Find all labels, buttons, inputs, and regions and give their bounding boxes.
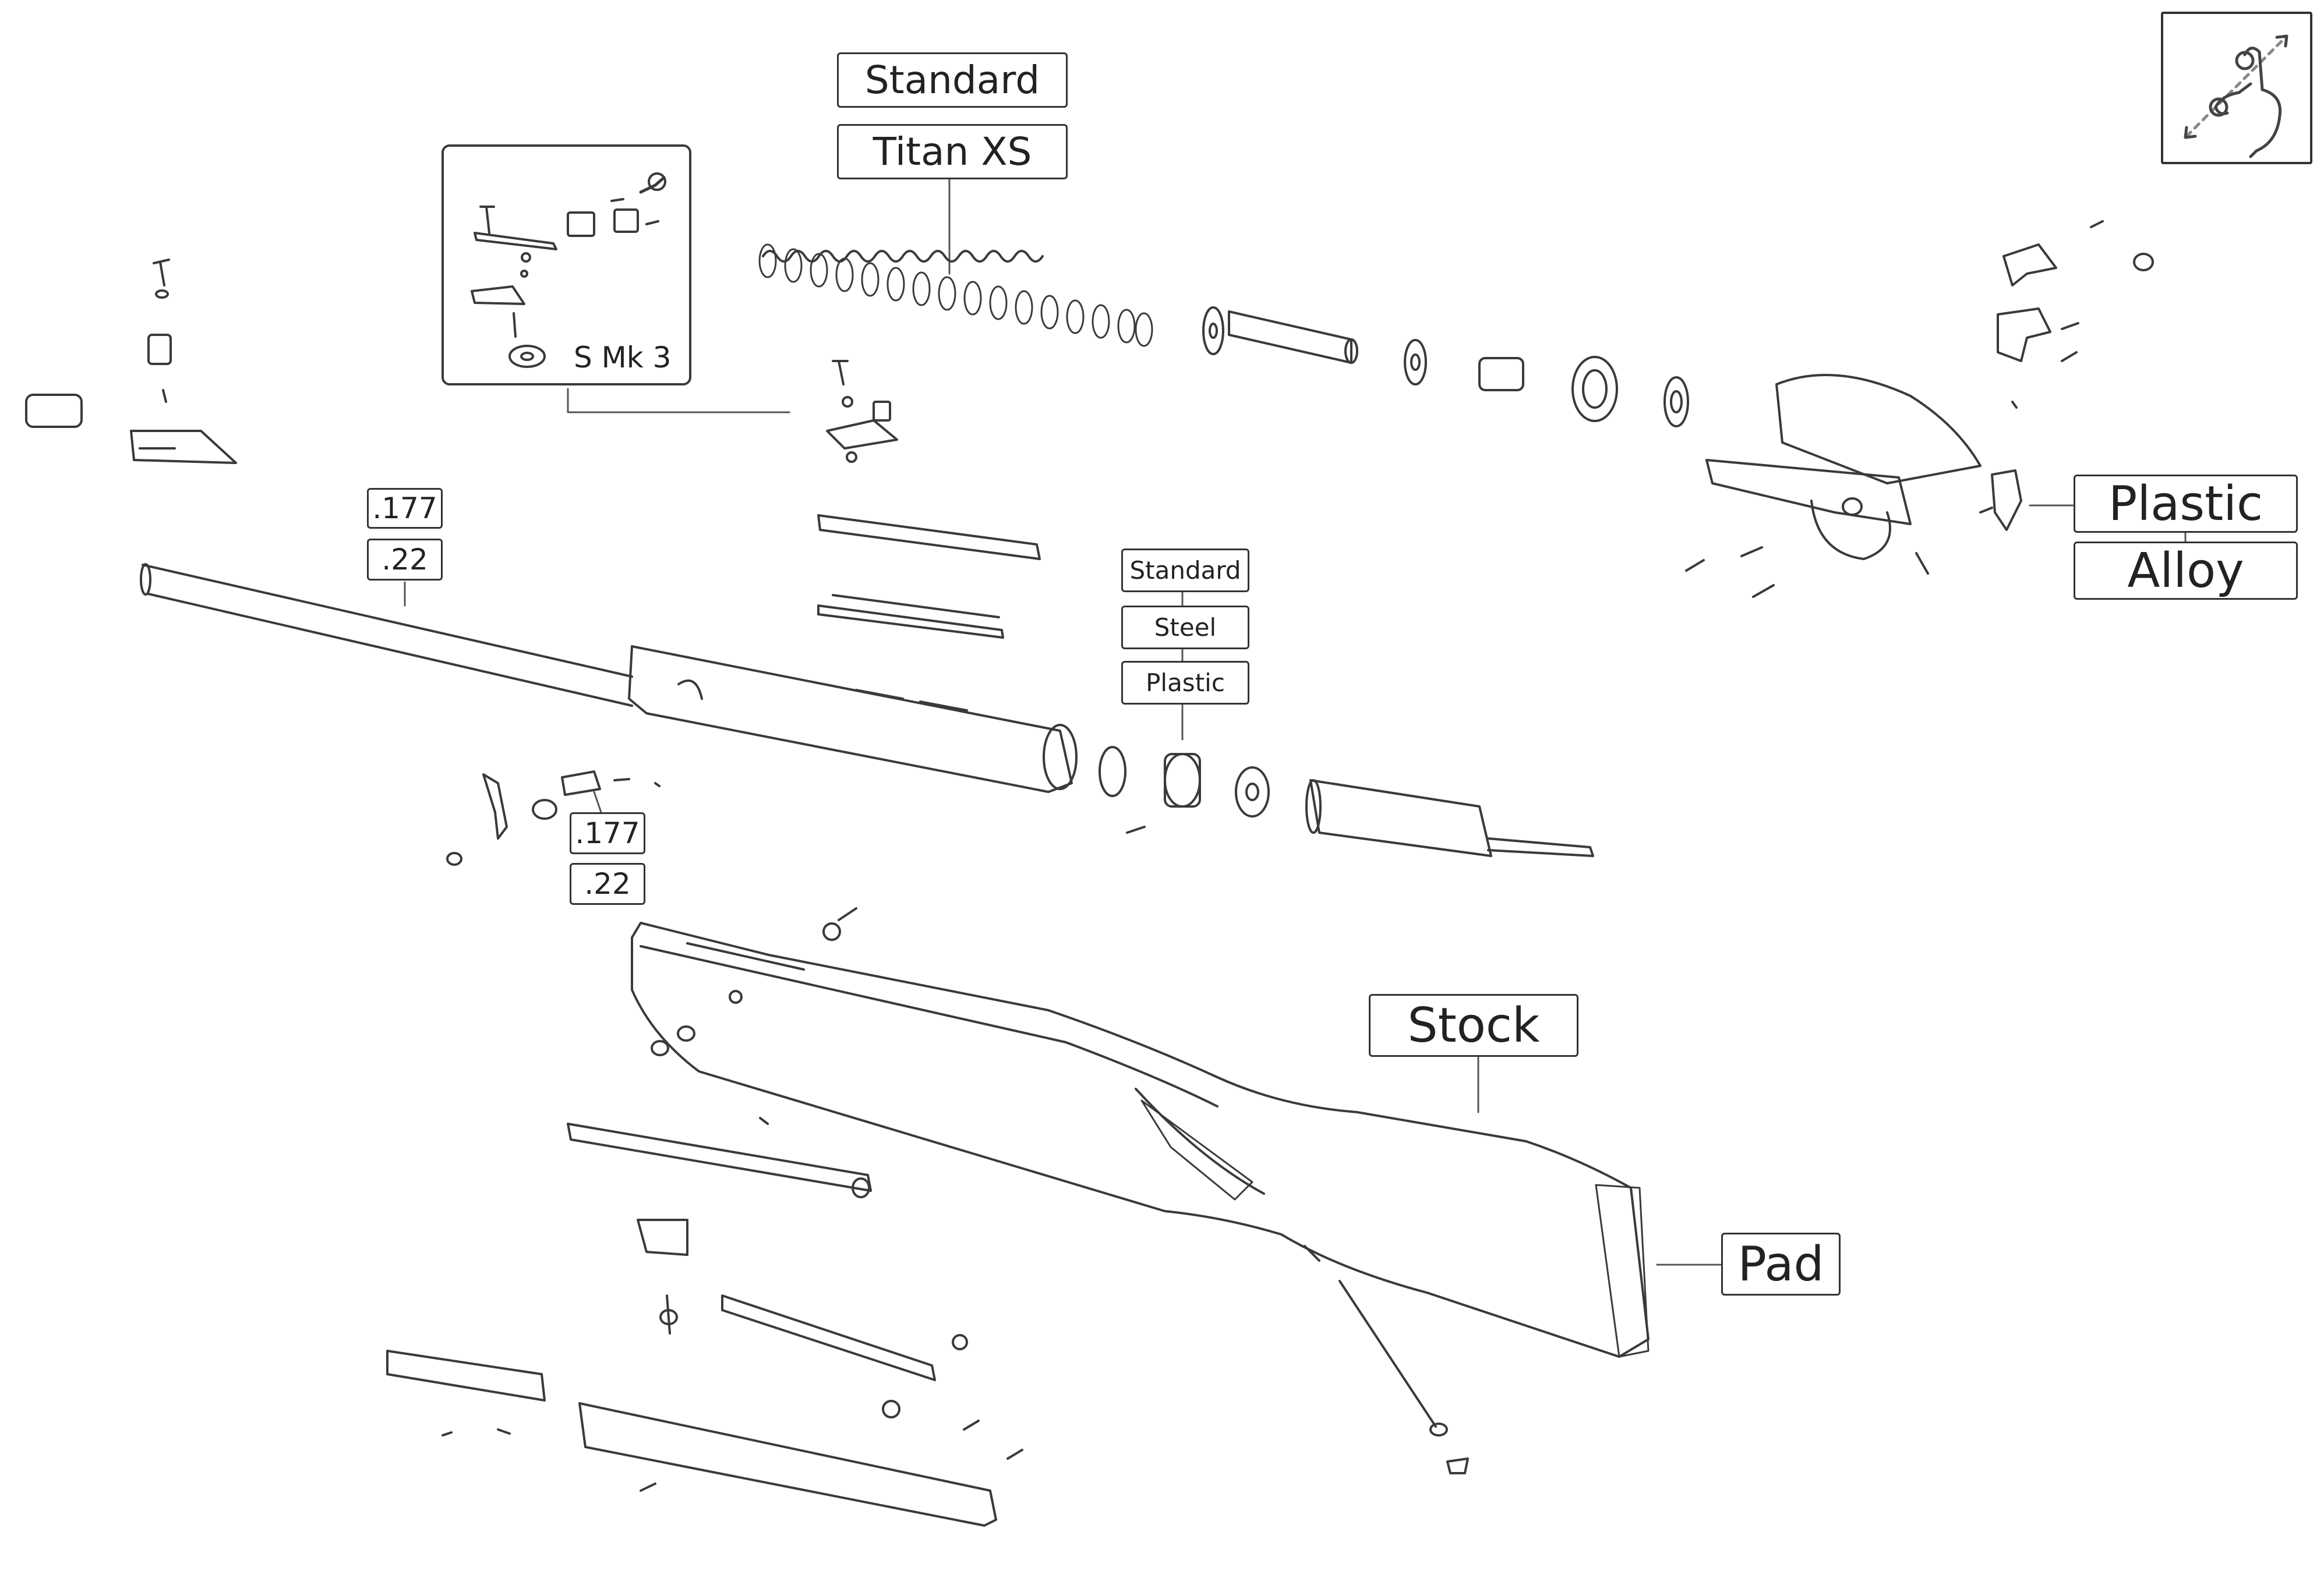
spring-guide-parts [1202,306,1689,427]
label-text: Standard [864,58,1040,102]
trigger-housing [1685,220,2154,598]
label-seal-plastic: Plastic [1121,661,1249,705]
label-text: Steel [1154,613,1217,642]
label-seal-steel: Steel [1121,606,1249,649]
label-text: Titan XS [873,129,1032,174]
piston-assembly [1099,746,1594,857]
leader-lines [404,124,2187,1266]
label-trigger-plastic: Plastic [2074,475,2298,533]
smk3-inset-box [442,144,691,385]
label-text: .177 [372,491,437,525]
label-text: .22 [382,543,428,576]
label-text: Alloy [2127,543,2244,599]
label-breech-22: .22 [570,863,645,905]
label-text: Plastic [1146,668,1225,697]
label-text: .22 [584,867,631,901]
label-spring-standard: Standard [837,52,1068,108]
label-trigger-alloy: Alloy [2074,542,2298,600]
barrel [140,563,1078,793]
scope-rails [817,514,1041,639]
pinch-zoom-icon [2184,34,2288,158]
label-text: .177 [575,816,640,850]
label-text: Standard [1129,556,1241,585]
label-pad: Pad [1721,1233,1841,1296]
breech-parts [446,770,661,866]
label-breech-177: .177 [570,812,645,854]
foresight-parts [25,259,237,464]
rear-sight-parts [826,360,898,463]
main-spring [758,243,1153,347]
lower-parts [386,907,1469,1527]
stock-wood [631,922,1650,1358]
label-text: Plastic [2108,476,2263,532]
label-barrel-177: .177 [367,488,443,529]
pinch-zoom-button[interactable] [2161,12,2312,164]
label-text: Stock [1407,997,1540,1053]
label-text: Pad [1737,1236,1824,1292]
inset-caption: S Mk 3 [574,341,672,374]
label-barrel-22: .22 [367,539,443,581]
label-stock: Stock [1369,994,1578,1057]
label-seal-standard: Standard [1121,549,1249,592]
label-spring-titan-xs: Titan XS [837,124,1068,179]
